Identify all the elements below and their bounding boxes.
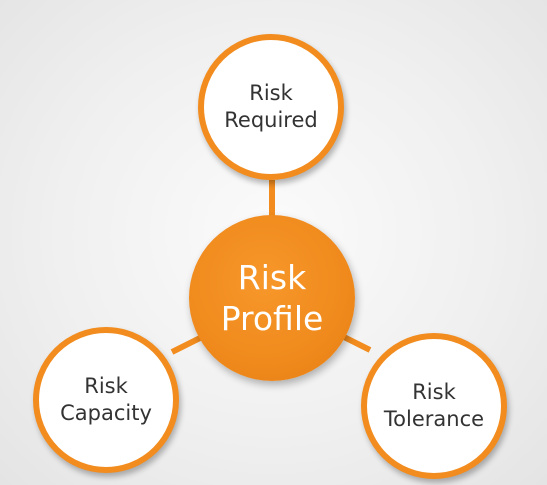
connector-left (170, 334, 204, 355)
connector-right (340, 333, 372, 353)
node-label-line-1: Risk (412, 380, 456, 404)
node-risk-profile: Risk Profile (189, 215, 355, 381)
node-label-line-1: Risk (84, 374, 128, 398)
center-label-line-1: Risk (237, 258, 307, 297)
node-risk-tolerance: Risk Tolerance (361, 333, 507, 479)
node-risk-required: Risk Required (198, 34, 344, 180)
node-label: Risk Required (224, 80, 317, 134)
node-label: Risk Tolerance (384, 379, 484, 433)
node-label-line-2: Capacity (60, 401, 152, 425)
center-label-line-2: Profile (220, 299, 324, 338)
node-label-line-1: Risk (249, 81, 293, 105)
node-label-line-2: Required (224, 108, 318, 132)
node-label-line-2: Tolerance (383, 407, 485, 431)
node-label: Risk Capacity (60, 373, 152, 427)
node-risk-capacity: Risk Capacity (33, 327, 179, 473)
center-label: Risk Profile (221, 257, 324, 339)
